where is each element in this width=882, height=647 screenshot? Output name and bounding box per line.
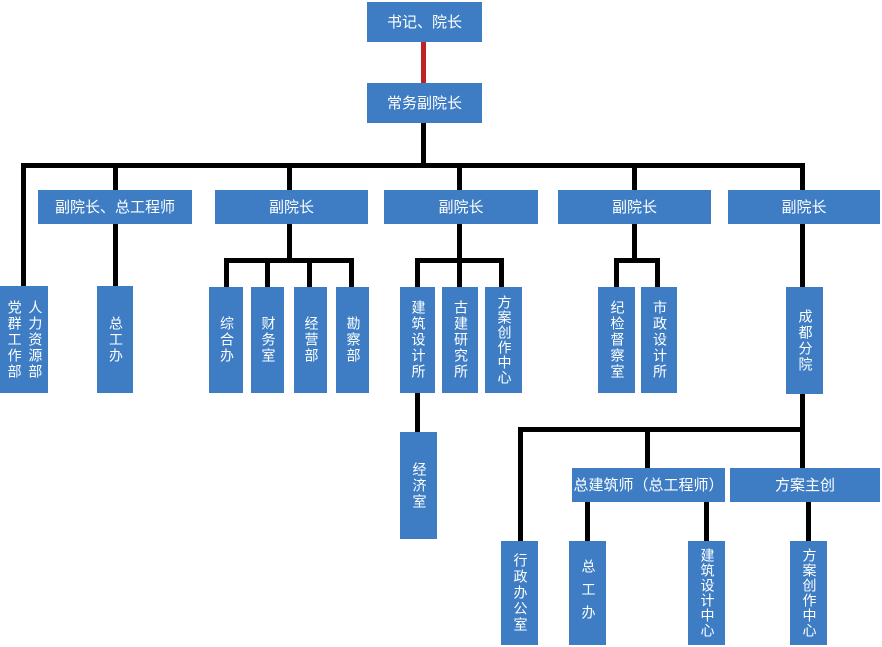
- node-architectural-design-institute: 建筑设计所: [400, 287, 435, 393]
- node-vice-president-1: 副院长: [215, 190, 368, 224]
- connector: [457, 262, 462, 287]
- node-scheme-creation-center: 方案创作中心: [485, 287, 522, 393]
- node-label: 书记、院长: [386, 12, 462, 31]
- node-survey-dept: 勘察部: [336, 287, 369, 393]
- connector: [307, 262, 312, 287]
- connector: [287, 163, 292, 190]
- node-discipline-inspection-office: 纪检督察室: [598, 287, 635, 393]
- connector: [415, 393, 420, 432]
- connector: [457, 163, 462, 190]
- node-label: 行政办公室: [511, 553, 528, 633]
- node-label: 财务室: [259, 316, 276, 364]
- connector: [800, 224, 805, 287]
- node-label: 经营部: [302, 316, 319, 364]
- connector: [113, 224, 118, 286]
- node-label: 市政设计所: [651, 300, 667, 380]
- node-label: 副院长、总工程师: [54, 197, 175, 216]
- node-label: 总工办: [579, 558, 596, 628]
- connector-trunk: [21, 163, 805, 168]
- node-label: 方案主创: [774, 475, 835, 494]
- node-label: 建筑设计所: [409, 300, 426, 380]
- node-label: 成都分院: [796, 308, 813, 373]
- node-vice-president-3: 副院长: [558, 190, 711, 224]
- node-chief-architect: 总建筑师（总工程师）: [572, 468, 725, 502]
- connector: [655, 262, 660, 287]
- node-chengdu-branch: 成都分院: [786, 287, 823, 394]
- node-label-hr-dept: 人力资源部: [26, 299, 43, 380]
- node-ancient-architecture-research-institute: 古建研究所: [442, 287, 478, 393]
- node-municipal-design-institute: 市政设计所: [641, 287, 677, 393]
- connector: [632, 163, 637, 190]
- node-label: 综合办: [218, 316, 234, 364]
- node-operations-dept: 经营部: [294, 287, 327, 393]
- connector-bar: [415, 258, 504, 263]
- connector: [585, 502, 590, 541]
- node-label: 副院长: [611, 197, 657, 216]
- connector: [113, 163, 118, 190]
- connector: [800, 432, 805, 468]
- connector: [21, 163, 26, 286]
- connector-bar: [518, 427, 805, 432]
- node-label: 总建筑师（总工程师）: [573, 475, 724, 494]
- node-label: 勘察部: [344, 316, 361, 364]
- connector: [457, 224, 462, 262]
- connector: [415, 262, 420, 287]
- node-vice-president-4: 副院长: [728, 190, 880, 224]
- connector: [421, 123, 426, 167]
- node-label-party-mass-dept: 党群工作部: [5, 299, 22, 380]
- node-finance-office: 财务室: [251, 287, 284, 393]
- connector: [224, 262, 229, 287]
- connector: [800, 394, 805, 432]
- connector-red-top: [421, 42, 426, 83]
- node-label: 方案创作中心: [800, 548, 817, 638]
- node-executive-vice-president: 常务副院长: [367, 83, 482, 123]
- node-vice-president-chief-engineer: 副院长、总工程师: [38, 190, 192, 224]
- node-architectural-design-center: 建筑设计中心: [688, 541, 725, 645]
- node-label: 纪检督察室: [608, 300, 625, 380]
- node-admin-office: 行政办公室: [501, 541, 538, 645]
- connector-bar: [614, 258, 660, 263]
- connector: [632, 224, 637, 262]
- connector: [518, 432, 523, 541]
- node-label: 建筑设计中心: [698, 548, 715, 638]
- node-label: 副院长: [781, 197, 827, 216]
- node-party-mass-and-hr-dept: 党群工作部 人力资源部: [0, 286, 48, 393]
- node-scheme-lead: 方案主创: [730, 468, 880, 502]
- connector-bar: [224, 258, 354, 263]
- connector: [265, 262, 270, 287]
- node-general-office: 综合办: [209, 287, 243, 393]
- connector: [704, 502, 709, 541]
- node-label: 古建研究所: [452, 300, 468, 380]
- connector: [614, 262, 619, 287]
- node-label: 常务副院长: [386, 93, 462, 112]
- node-label: 总工办: [107, 315, 123, 364]
- node-label: 副院长: [268, 197, 314, 216]
- node-label: 方案创作中心: [495, 295, 512, 385]
- connector: [499, 262, 504, 287]
- node-chief-engineer-office: 总工办: [97, 286, 133, 393]
- connector: [645, 432, 650, 468]
- connector: [349, 262, 354, 287]
- node-label: 副院长: [438, 197, 484, 216]
- node-vice-president-2: 副院长: [384, 190, 538, 224]
- connector: [806, 502, 811, 541]
- node-scheme-creation-center-2: 方案创作中心: [790, 541, 827, 645]
- node-chief-engineer-office-2: 总工办: [569, 541, 606, 645]
- node-label: 经济室: [410, 461, 427, 510]
- node-economics-office: 经济室: [400, 432, 437, 539]
- connector: [287, 224, 292, 262]
- node-secretary-president: 书记、院长: [367, 2, 482, 42]
- connector: [800, 163, 805, 190]
